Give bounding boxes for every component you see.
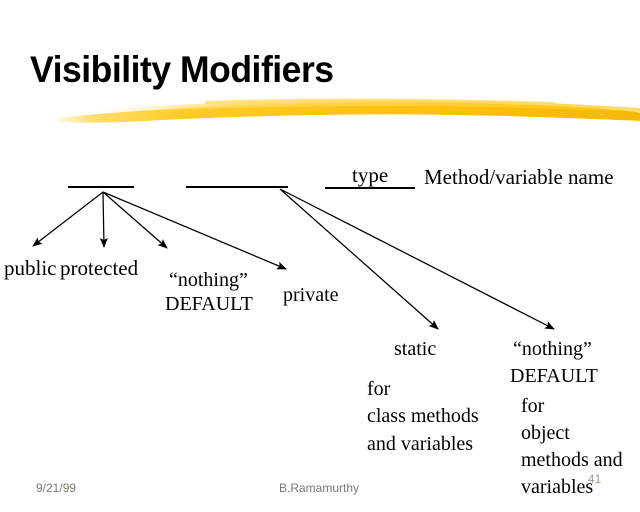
modifier-default-line3: methods and xyxy=(521,449,623,471)
footer-author: B.Ramamurthy xyxy=(279,481,360,495)
brush-stroke-decoration xyxy=(57,98,640,123)
option-default: DEFAULT xyxy=(165,293,253,315)
arrow-to-default-modifier xyxy=(279,188,555,330)
option-public: public xyxy=(4,256,57,280)
blank-underline-2 xyxy=(186,186,288,188)
page-number: 41 xyxy=(588,472,602,486)
blank-3-caption-type: type xyxy=(352,163,389,187)
modifier-static-line1: for xyxy=(367,378,391,400)
modifier-static-line2: class methods xyxy=(367,405,479,427)
arrow-to-protected xyxy=(99,191,108,248)
modifier-default-subtitle: DEFAULT xyxy=(510,365,598,387)
modifier-default-line2: object xyxy=(521,422,570,444)
option-protected: protected xyxy=(60,256,139,280)
blank-underline-3 xyxy=(325,187,415,189)
modifier-static-line3: and variables xyxy=(367,433,474,455)
footer-date: 9/21/99 xyxy=(36,481,77,495)
option-nothing: “nothing” xyxy=(169,269,248,291)
modifier-default-line1: for xyxy=(521,395,545,417)
method-variable-name-label: Method/variable name xyxy=(424,165,614,189)
blank-underline-1 xyxy=(68,186,134,188)
modifier-default-name: “nothing” xyxy=(513,338,592,360)
arrow-to-public xyxy=(32,191,104,247)
arrow-to-static xyxy=(279,188,439,330)
modifier-static-name: static xyxy=(394,338,437,360)
page-title: Visibility Modifiers xyxy=(30,49,334,90)
option-private: private xyxy=(283,284,339,306)
arrow-to-nothing xyxy=(102,191,168,249)
modifier-default-line4: variables xyxy=(521,476,594,498)
